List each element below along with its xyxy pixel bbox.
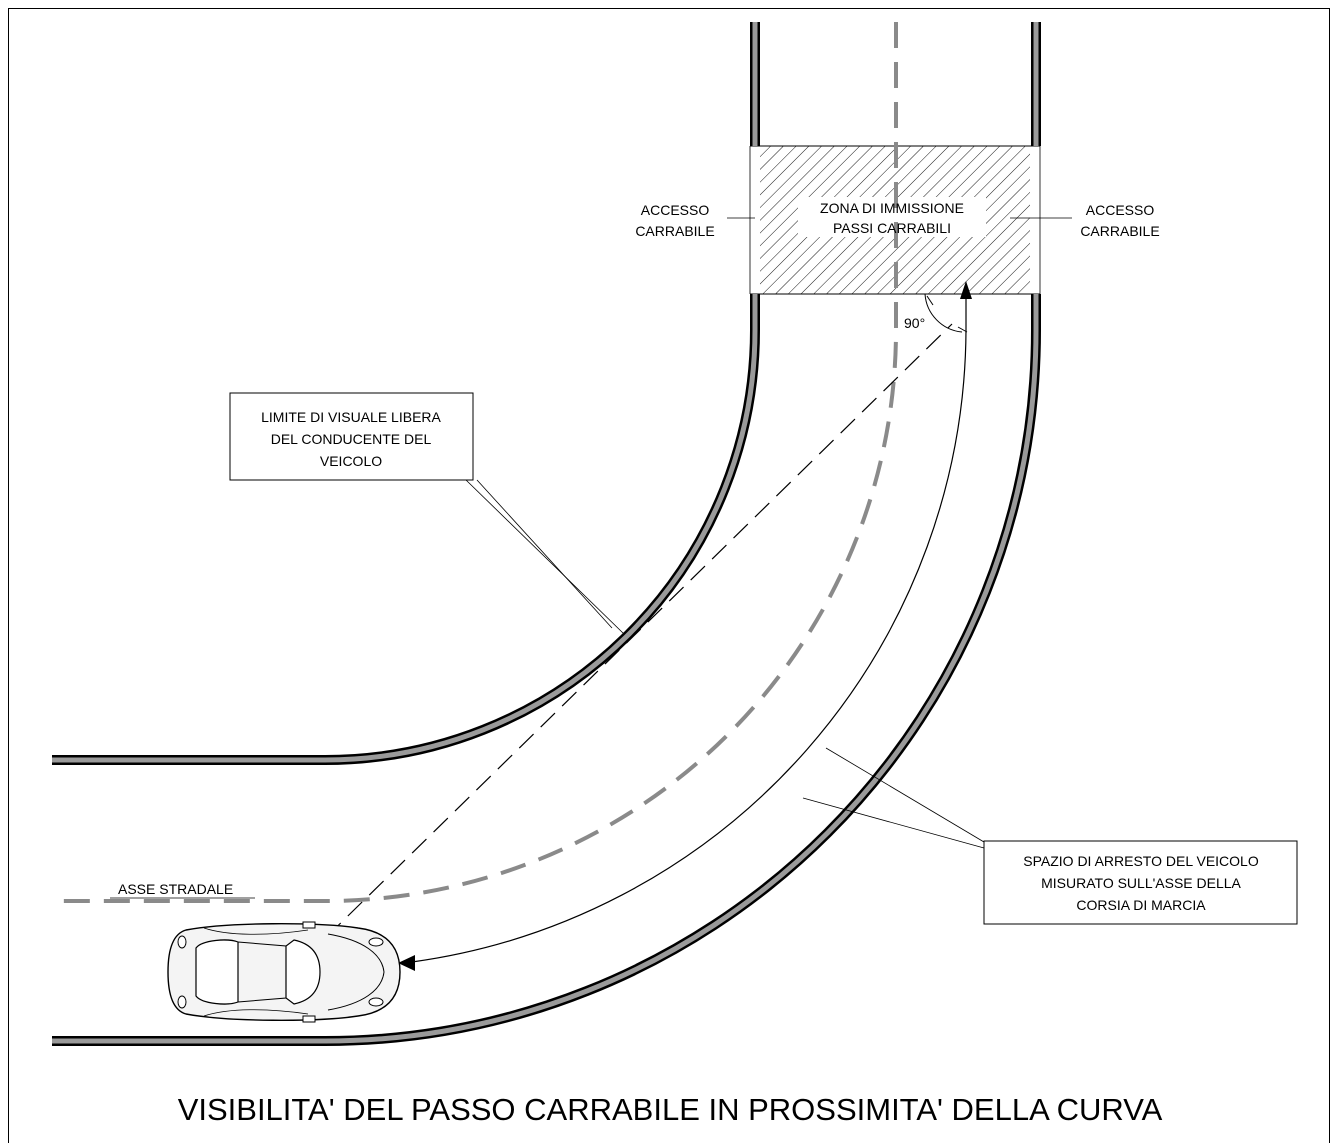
arrow-head-top xyxy=(960,281,972,299)
kerb-inner-curve xyxy=(52,294,760,765)
kerb-outer-curve xyxy=(52,294,1041,1046)
label-stopping-3: CORSIA DI MARCIA xyxy=(1076,897,1206,913)
angle-tick-1 xyxy=(926,295,934,306)
road-axis-line xyxy=(52,22,898,903)
leader-visibility-1 xyxy=(476,479,613,629)
sight-line xyxy=(304,323,953,959)
label-stopping-1: SPAZIO DI ARRESTO DEL VEICOLO xyxy=(1023,853,1259,869)
label-zone-2: PASSI CARRABILI xyxy=(833,220,951,236)
zone-label-bg xyxy=(798,197,986,237)
label-visibility-1: LIMITE DI VISUALE LIBERA xyxy=(261,409,441,425)
leader-stopping-2 xyxy=(825,747,985,843)
leader-visibility-2 xyxy=(465,479,625,635)
label-access-right-1: ACCESSO xyxy=(1086,202,1155,218)
drawing-frame xyxy=(8,8,1330,1143)
car-icon xyxy=(167,921,401,1023)
stopping-distance-arc xyxy=(411,294,967,963)
label-visibility-2: DEL CONDUCENTE DEL xyxy=(271,431,432,447)
visibility-label-box xyxy=(229,392,474,481)
label-angle: 90° xyxy=(904,315,925,331)
leader-stopping-1 xyxy=(802,797,985,849)
label-access-right-2: CARRABILE xyxy=(1080,223,1159,239)
angle-tick-2 xyxy=(957,326,968,333)
stopping-label-box xyxy=(983,840,1298,925)
label-access-left-1: ACCESSO xyxy=(641,202,710,218)
label-access-left-2: CARRABILE xyxy=(635,223,714,239)
label-stopping-2: MISURATO SULL'ASSE DELLA xyxy=(1041,875,1241,891)
label-visibility-3: VEICOLO xyxy=(320,453,382,469)
label-zone-1: ZONA DI IMMISSIONE xyxy=(820,200,964,216)
arrow-head-car xyxy=(398,955,415,971)
label-road-axis: ASSE STRADALE xyxy=(118,881,233,897)
diagram-title: VISIBILITA' DEL PASSO CARRABILE IN PROSS… xyxy=(178,1092,1163,1127)
right-angle-arc xyxy=(924,293,963,333)
